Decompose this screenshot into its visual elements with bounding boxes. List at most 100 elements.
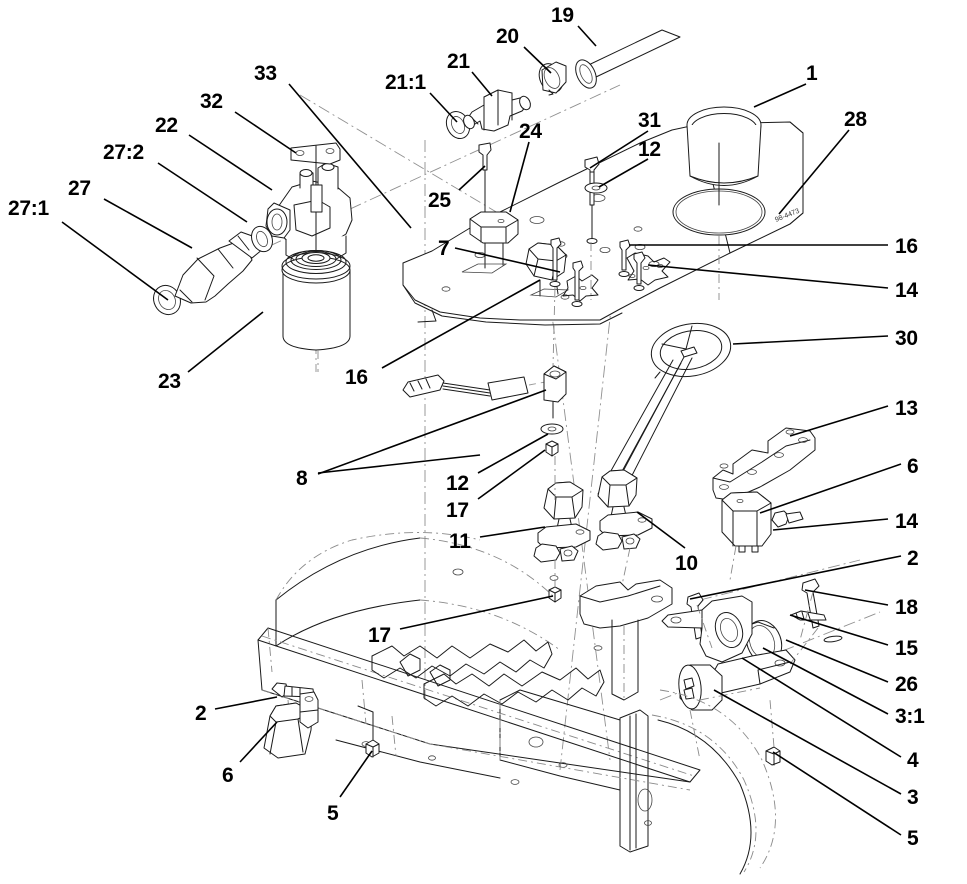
part-12-washer-mid: [540, 423, 564, 435]
leader-line-15: [789, 614, 889, 646]
callout-2: 2: [195, 702, 207, 725]
part-3-spindle-cap: [678, 664, 723, 711]
callout-13: 13: [895, 397, 918, 420]
leader-line-2: [214, 696, 278, 710]
plate-screw-posts: [549, 237, 646, 307]
callout-20: 20: [496, 25, 519, 48]
leader-line-30: [732, 335, 889, 345]
callout-16: 16: [345, 366, 368, 389]
leader-line-5: [772, 751, 902, 836]
part-26-washer: [823, 635, 843, 643]
callout-1: 1: [806, 62, 818, 85]
part-6-switch-block-left: [263, 691, 319, 759]
callout-5: 5: [327, 802, 339, 825]
leader-line-4: [741, 657, 902, 758]
assembly-phantom-links: [317, 236, 819, 761]
leader-line-1: [753, 83, 807, 108]
callout-7: 7: [438, 237, 450, 260]
leader-line-13: [789, 405, 889, 437]
callout-17: 17: [446, 499, 469, 522]
part-14-retaining-clip: [626, 252, 671, 286]
leader-line-3: [713, 689, 902, 795]
leader-line-5: [339, 750, 373, 798]
leader-line-8: [317, 454, 481, 474]
part-23-oil-filter: [281, 250, 351, 351]
part-1-cup-holder: [686, 106, 762, 206]
callout-15: 15: [895, 637, 918, 660]
part-15-pin: [790, 610, 827, 621]
callout-19: 19: [551, 4, 574, 27]
part-17-locknut-mid: [545, 440, 559, 457]
callout-32: 32: [200, 90, 223, 113]
leader-line-11: [479, 526, 546, 538]
part-22-filter-head: [265, 142, 353, 264]
callout-3: 3: [907, 786, 919, 809]
part-31-bolt: [584, 156, 600, 244]
callout-14: 14: [895, 279, 918, 302]
part-5-nut-left: [357, 705, 380, 758]
callout-30: 30: [895, 327, 918, 350]
leader-line-12: [598, 158, 649, 188]
part-20-hose-clamp: [538, 61, 567, 96]
leader-line-21-1: [429, 92, 458, 123]
leader-line-22: [188, 134, 273, 191]
leader-line-10: [636, 511, 686, 549]
leader-line-20: [523, 46, 552, 74]
callout-21-1: 21:1: [385, 71, 426, 94]
callout-31: 31: [638, 109, 661, 132]
leader-line-3-1: [762, 647, 889, 715]
callout-12: 12: [638, 138, 661, 161]
leader-line-8: [317, 389, 547, 475]
callout-24: 24: [519, 120, 542, 143]
callout-11: 11: [449, 530, 471, 553]
callout-27: 27: [68, 177, 91, 200]
center-pedal-bracket: [579, 579, 673, 701]
leader-line-6: [759, 463, 902, 514]
leader-line-19: [577, 25, 597, 47]
callout-28: 28: [844, 108, 867, 131]
part-30-control-hoop: [597, 322, 732, 498]
callout-12: 12: [446, 472, 469, 495]
leader-line-26: [785, 639, 889, 683]
callout-6: 6: [222, 764, 234, 787]
callout-25: 25: [428, 189, 451, 212]
part-14-bolt-right: [771, 510, 804, 528]
callout-23: 23: [158, 370, 181, 393]
leader-line-21: [471, 71, 493, 97]
callout-17: 17: [368, 624, 391, 647]
leader-line-33: [288, 83, 412, 229]
callout-33: 33: [254, 62, 277, 85]
leader-line-17: [477, 449, 546, 500]
leader-line-14: [647, 264, 889, 289]
callout-10: 10: [675, 552, 698, 575]
part-13-mount-bracket: [712, 427, 816, 501]
leader-line-27: [103, 198, 193, 249]
callout-3-1: 3:1: [895, 705, 925, 728]
part-21-hydraulic-fitting: [463, 89, 531, 132]
leader-line-17: [399, 595, 554, 630]
part-16-wire-clip-star: [562, 274, 599, 302]
leader-line-27-2: [157, 162, 248, 223]
leader-line-28: [778, 129, 850, 215]
leader-line-23: [187, 311, 264, 373]
part-6-switch-block-right: [721, 491, 772, 553]
callout-21: 21: [447, 50, 470, 73]
leader-line-16: [381, 279, 541, 369]
leader-line-2: [689, 555, 902, 600]
callout-27-1: 27:1: [8, 197, 49, 220]
callout-5: 5: [907, 827, 919, 850]
leader-line-12: [477, 433, 549, 474]
callout-18: 18: [895, 596, 918, 619]
callout-8: 8: [296, 467, 308, 490]
misc-small-fasteners: [452, 568, 603, 651]
leader-line-7: [454, 247, 561, 273]
part-24-switch-upper: [461, 211, 519, 274]
callout-16: 16: [895, 235, 918, 258]
callout-2: 2: [907, 547, 919, 570]
leader-line-32: [234, 111, 297, 154]
leader-line-18: [804, 589, 889, 606]
callout-4: 4: [907, 749, 919, 772]
leader-lines: [61, 25, 902, 836]
